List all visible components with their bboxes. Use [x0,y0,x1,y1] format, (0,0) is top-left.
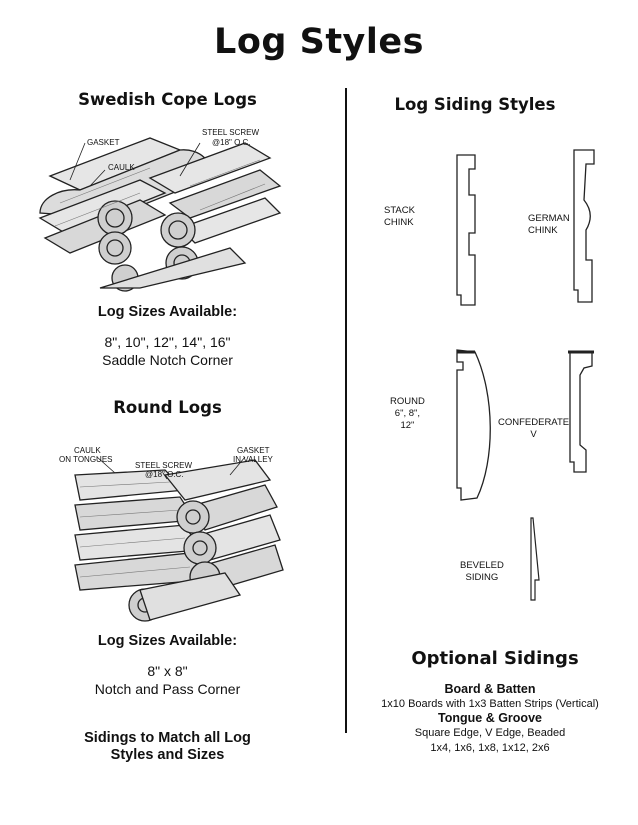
optional-sidings-heading: Optional Sidings [411,648,579,669]
tongue-groove-desc: Square Edge, V Edge, Beaded [414,727,566,739]
board-batten-desc: 1x10 Boards with 1x3 Batten Strips (Vert… [381,698,599,710]
board-batten-title: Board & Batten [444,682,536,696]
swedish-cope-heading: Swedish Cope Logs [78,90,257,109]
round-gasket-valley-label: IN VALLEY [233,455,273,464]
round-label-1: ROUND [390,396,425,407]
beveled-label: BEVELED SIDING [460,560,504,584]
german-chink-label-2: CHINK [528,225,558,236]
steel-screw-label: STEEL SCREW [202,128,260,137]
log-siding-heading: Log Siding Styles [394,95,556,114]
page-title: Log Styles [214,22,424,62]
stack-chink-label-1: STACK [384,205,415,216]
tongue-groove-sizes: 1x4, 1x6, 1x8, 1x12, 2x6 [430,742,550,754]
round-screw-label: STEEL SCREW [135,461,193,470]
stack-chink-label-2: CHINK [384,217,414,228]
round-sizes: 8" x 8" [147,663,188,679]
round-label-2: 6", 8", [394,408,421,419]
gasket-label: GASKET [87,138,120,147]
round-screw-spacing-label: @18" O.C. [145,470,184,479]
round-caulk-tongues-label: ON TONGUES [59,455,113,464]
round-corner: Notch and Pass Corner [94,681,241,697]
german-chink-profile [573,149,595,303]
confederate-label-1: CONFEDERATE [498,417,570,428]
sidings-note-line2: Styles and Sizes [110,747,225,763]
round-gasket-label: GASKET [237,446,270,455]
screw-spacing-label: @18" O.C. [212,138,251,147]
confederate-label: CONFEDERATE V [498,417,569,441]
swedish-sizes: 8", 10", 12", 14", 16" [104,334,231,350]
caulk-label: CAULK [108,163,135,172]
sidings-note-line1: Sidings to Match all Log [84,730,251,746]
round-label-3: 12" [400,420,415,431]
swedish-cope-logs-illustration [38,137,282,292]
round-profile-label: ROUND 6", 8", 12" [390,396,425,432]
beveled-label-1: BEVELED [460,560,504,571]
swedish-corner: Saddle Notch Corner [102,352,233,368]
round-sizes-heading: Log Sizes Available: [97,633,238,649]
round-logs-illustration [74,456,284,622]
stack-chink-label: STACK CHINK [384,205,415,229]
beveled-siding-profile [530,517,540,601]
german-chink-label-1: GERMAN [528,213,570,224]
beveled-label-2: SIDING [465,572,499,583]
column-divider [345,88,347,733]
round-caulk-label: CAULK [74,446,101,455]
confederate-label-2: V [530,429,537,440]
confederate-v-profile [568,350,594,473]
round-profile [456,349,491,501]
swedish-sizes-heading: Log Sizes Available: [97,304,238,320]
round-logs-heading: Round Logs [113,398,222,417]
tongue-groove-title: Tongue & Groove [438,711,542,725]
stack-chink-profile [456,154,476,306]
german-chink-label: GERMAN CHINK [528,213,570,237]
